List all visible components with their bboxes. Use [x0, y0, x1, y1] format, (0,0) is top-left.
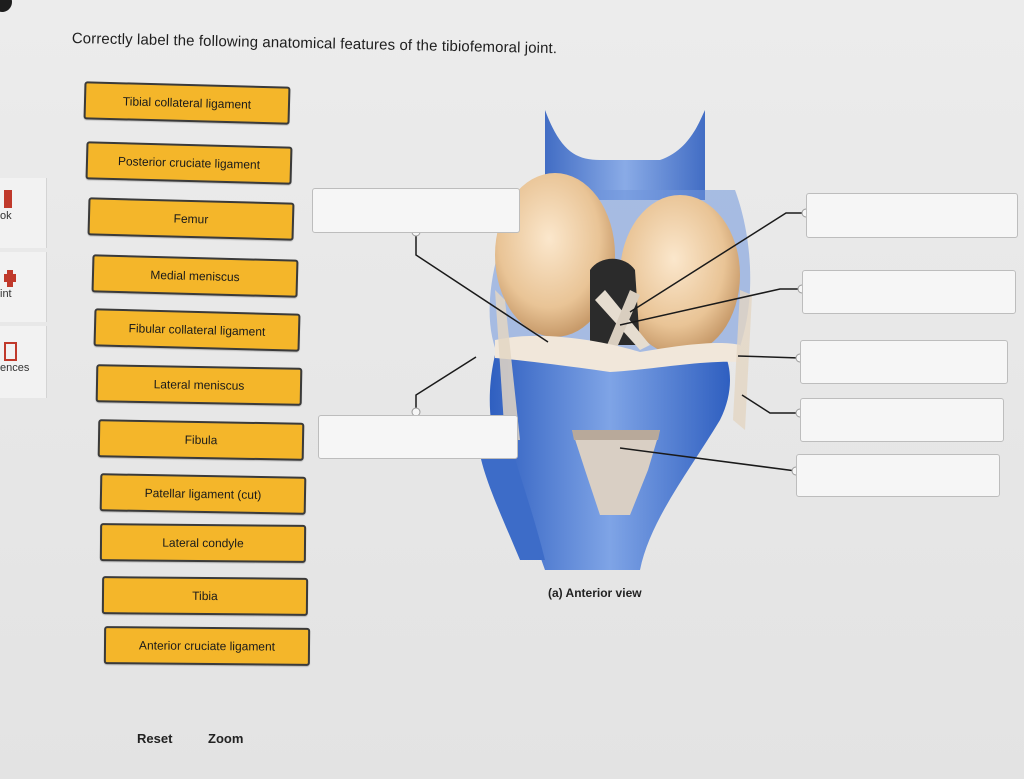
- drop-target-1[interactable]: [312, 188, 520, 233]
- label-tile-medial-meniscus[interactable]: Medial meniscus: [91, 254, 299, 298]
- drop-target-7[interactable]: [796, 454, 1000, 497]
- sidebar-item-label: ences: [0, 362, 30, 374]
- sidebar-item-book[interactable]: ok: [0, 190, 46, 222]
- drop-target-4[interactable]: [800, 340, 1008, 384]
- menisci: [495, 335, 740, 372]
- label-tile-tibial-collateral-ligament[interactable]: Tibial collateral ligament: [83, 81, 291, 125]
- label-tile-lateral-meniscus[interactable]: Lateral meniscus: [95, 364, 303, 406]
- figure-caption: (a) Anterior view: [548, 586, 642, 600]
- label-tile-patellar-ligament[interactable]: Patellar ligament (cut): [99, 473, 307, 515]
- drop-target-5[interactable]: [800, 398, 1004, 442]
- tibial-collateral: [495, 290, 520, 440]
- femur-shaft: [545, 110, 705, 200]
- label-tile-anterior-cruciate-ligament[interactable]: Anterior cruciate ligament: [103, 626, 311, 666]
- drop-target-2[interactable]: [806, 193, 1018, 238]
- print-icon: [4, 270, 16, 287]
- patellar-ligament: [572, 430, 660, 515]
- sidebar-item-print[interactable]: int: [0, 270, 46, 300]
- book-icon: [4, 190, 12, 208]
- sidebar-section-references: [0, 326, 47, 398]
- label-tile-posterior-cruciate-ligament[interactable]: Posterior cruciate ligament: [85, 141, 293, 185]
- reset-button[interactable]: Reset: [137, 731, 173, 746]
- drop-target-6[interactable]: [318, 415, 518, 459]
- zoom-button[interactable]: Zoom: [208, 731, 244, 746]
- lateral-condyle: [620, 195, 740, 355]
- fibular-collateral: [733, 290, 752, 430]
- sidebar-item-references[interactable]: ences: [0, 342, 46, 374]
- label-tile-fibular-collateral-ligament[interactable]: Fibular collateral ligament: [93, 308, 301, 352]
- label-tile-femur[interactable]: Femur: [87, 197, 295, 241]
- sidebar-item-label: ok: [0, 210, 12, 222]
- sidebar-item-label: int: [0, 288, 12, 300]
- sidebar-section-book: [0, 178, 47, 248]
- corner-indicator: [0, 0, 12, 12]
- label-tile-fibula[interactable]: Fibula: [97, 419, 305, 461]
- cruciate-ligaments-2: [605, 290, 640, 352]
- label-tile-tibia[interactable]: Tibia: [101, 576, 309, 616]
- label-tile-lateral-condyle[interactable]: Lateral condyle: [99, 523, 307, 563]
- references-icon: [4, 342, 17, 361]
- drop-target-3[interactable]: [802, 270, 1016, 314]
- sidebar: ok int ences: [0, 0, 47, 779]
- medial-condyle: [495, 173, 615, 337]
- leader-lines: [415, 212, 806, 472]
